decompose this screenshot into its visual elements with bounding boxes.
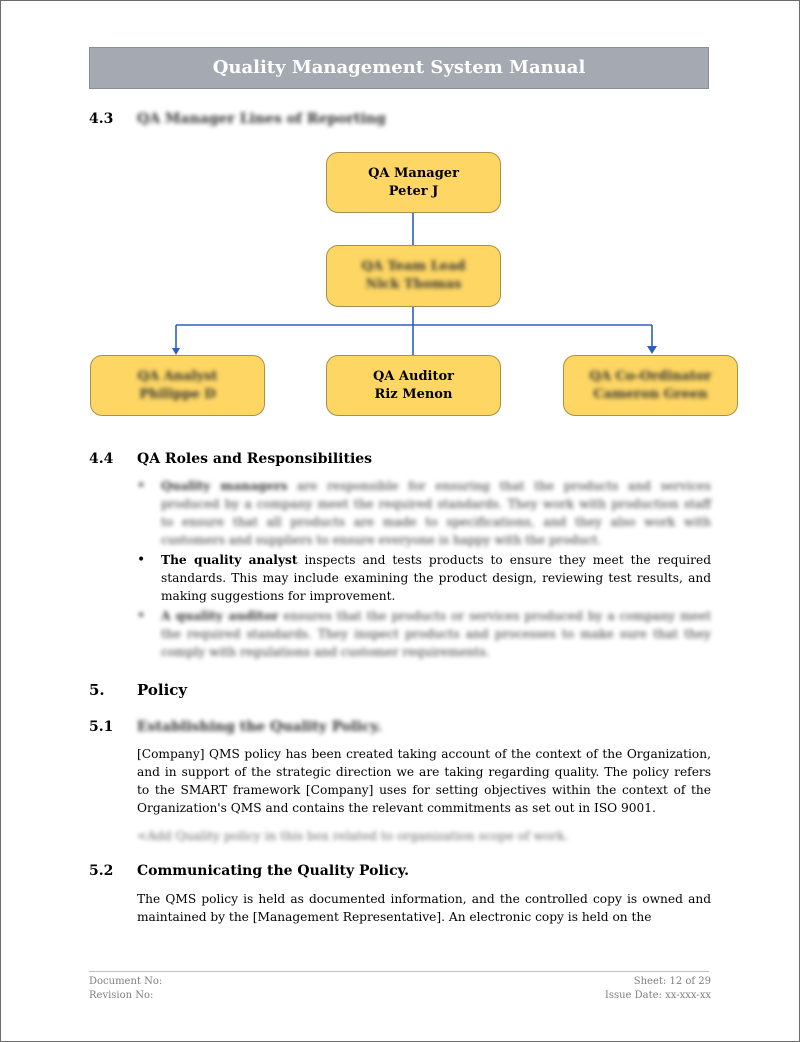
bullet-text: ensures that the products or services pr…: [161, 609, 711, 659]
org-role: QA Manager: [368, 165, 459, 181]
org-box-qa-analyst: QA Analyst Philippe D: [90, 355, 265, 416]
section-5-number: 5.: [89, 681, 105, 699]
footer-issue-date: Issue Date: xx-xxx-xx: [604, 990, 711, 1001]
bullet-lead: Quality managers: [161, 479, 288, 493]
section-4-4-number: 4.4: [89, 451, 114, 467]
org-role: QA Co-Ordinator: [589, 368, 712, 384]
document-title: Quality Management System Manual: [212, 57, 586, 78]
section-5-1-paragraph: [Company] QMS policy has been created ta…: [137, 747, 711, 815]
bullet-lead: A quality auditor: [161, 609, 279, 623]
list-item: • Quality managers are responsible for e…: [137, 477, 711, 549]
org-role: QA Analyst: [137, 368, 218, 384]
list-item: • The quality analyst inspects and tests…: [137, 551, 711, 605]
bullet-text: inspects and tests products to ensure th…: [161, 553, 711, 603]
footer-revision-no: Revision No:: [89, 990, 154, 1001]
org-box-qa-coordinator: QA Co-Ordinator Cameron Green: [563, 355, 738, 416]
section-4-3-number: 4.3: [89, 111, 114, 127]
org-box-qa-manager: QA Manager Peter J: [326, 152, 501, 213]
footer-divider: [89, 971, 709, 972]
bullet-lead: The quality analyst: [161, 553, 298, 567]
arrowhead-coordinator: [647, 346, 657, 354]
org-name: Peter J: [388, 183, 439, 199]
org-name: Philippe D: [139, 386, 216, 402]
org-name: Cameron Green: [593, 386, 708, 402]
section-5-2-title: Communicating the Quality Policy.: [137, 863, 410, 879]
bullet-text: are responsible for ensuring that the pr…: [161, 479, 711, 547]
section-5-2-paragraph: The QMS policy is held as documented inf…: [137, 892, 711, 924]
responsibilities-list: • Quality managers are responsible for e…: [137, 477, 711, 663]
bullet-icon: •: [137, 552, 146, 568]
section-5-2-number: 5.2: [89, 863, 114, 879]
org-box-qa-team-lead: QA Team Lead Nick Thomas: [326, 245, 501, 307]
bullet-icon: •: [137, 478, 146, 494]
footer-sheet: Sheet: 12 of 29: [633, 976, 711, 987]
org-role: QA Team Lead: [361, 259, 466, 274]
footer-document-no: Document No:: [89, 976, 163, 987]
org-role: QA Auditor: [372, 368, 455, 384]
section-5-1-title: Establishing the Quality Policy.: [137, 719, 382, 735]
section-4-4-title: QA Roles and Responsibilities: [137, 451, 373, 467]
bullet-icon: •: [137, 608, 146, 624]
document-title-banner: Quality Management System Manual: [89, 47, 709, 89]
org-name: Nick Thomas: [365, 277, 462, 292]
org-box-qa-auditor: QA Auditor Riz Menon: [326, 355, 501, 416]
org-name: Riz Menon: [374, 386, 453, 402]
section-5-1-number: 5.1: [89, 719, 114, 735]
section-5-1-note: <Add Quality policy in this box related …: [137, 829, 569, 843]
section-5-title: Policy: [137, 681, 188, 699]
arrowhead-analyst: [172, 348, 180, 355]
section-4-3-title: QA Manager Lines of Reporting: [137, 111, 386, 127]
list-item: • A quality auditor ensures that the pro…: [137, 607, 711, 661]
